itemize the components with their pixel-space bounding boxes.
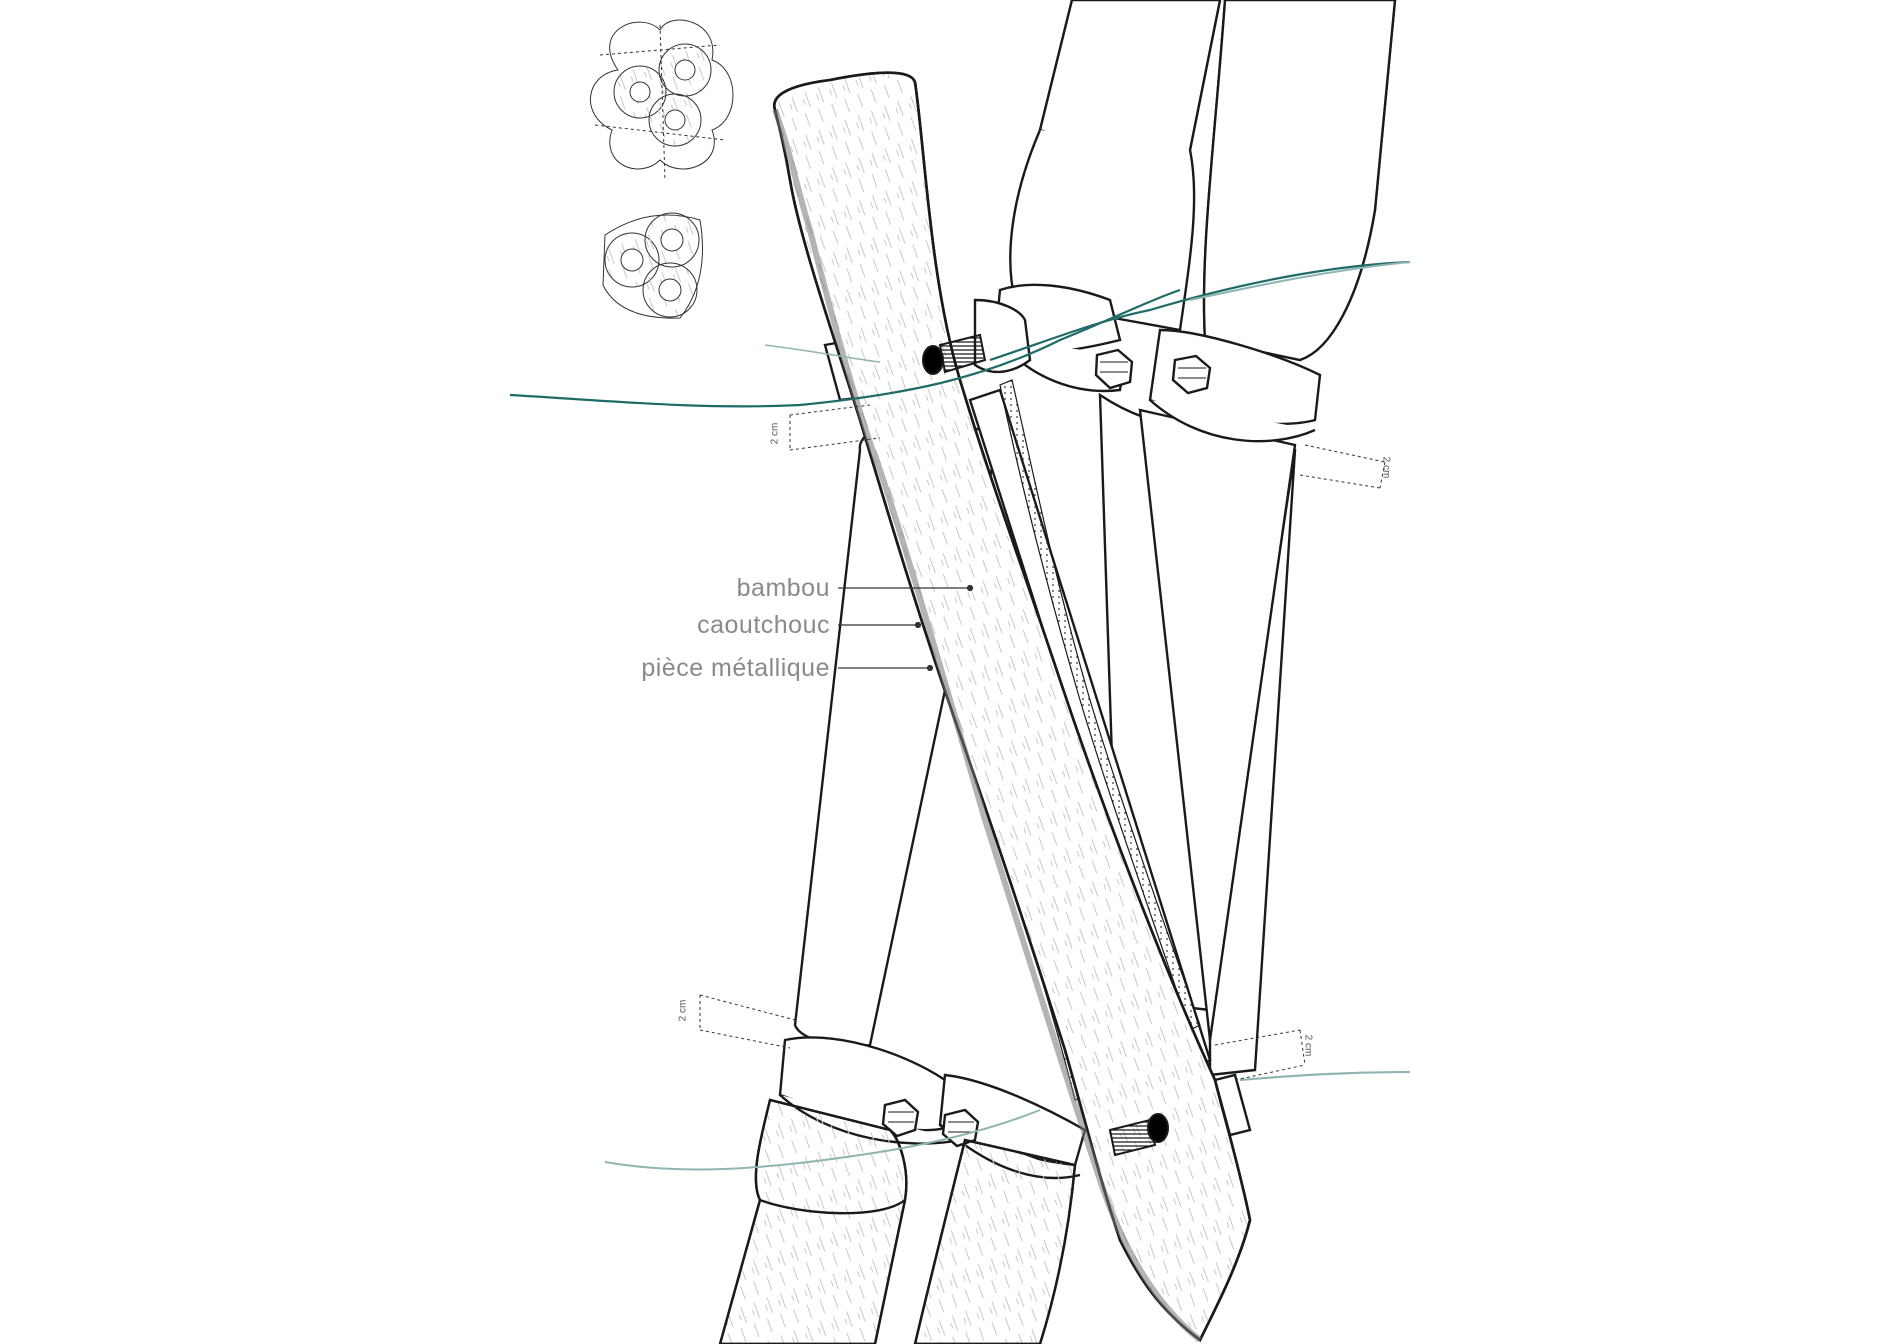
tension-wire-top — [509, 260, 1411, 408]
dimension-lines — [699, 404, 1386, 1081]
bolt-nut-top-2 — [1171, 354, 1212, 395]
bamboo-plank — [772, 71, 1252, 1343]
dimension-label-bottom-right: 2 cm — [1302, 1034, 1314, 1057]
bolt-top — [922, 333, 987, 375]
label-bamboo: bambou — [736, 574, 830, 602]
label-rubber: caoutchouc — [697, 611, 830, 639]
bolt-nut-bottom-1 — [881, 1098, 920, 1138]
pole-lower-left — [718, 1098, 1077, 1344]
dimension-label-top-left: 2 cm — [769, 422, 781, 445]
tension-wire-bottom — [604, 1070, 1411, 1171]
bottom-clamp-band — [778, 1036, 1252, 1180]
dimension-label-bottom-left: 2 cm — [677, 999, 689, 1022]
dimension-label-top-right: 2 cm — [1380, 456, 1392, 479]
bolt-nut-top-1 — [1094, 348, 1134, 390]
label-metal-piece: pièce métallique — [641, 654, 830, 682]
label-leaders — [838, 584, 974, 672]
bolt-bottom — [1108, 1113, 1169, 1157]
cross-section-assembled — [602, 212, 703, 319]
cross-section-exploded — [589, 19, 734, 181]
